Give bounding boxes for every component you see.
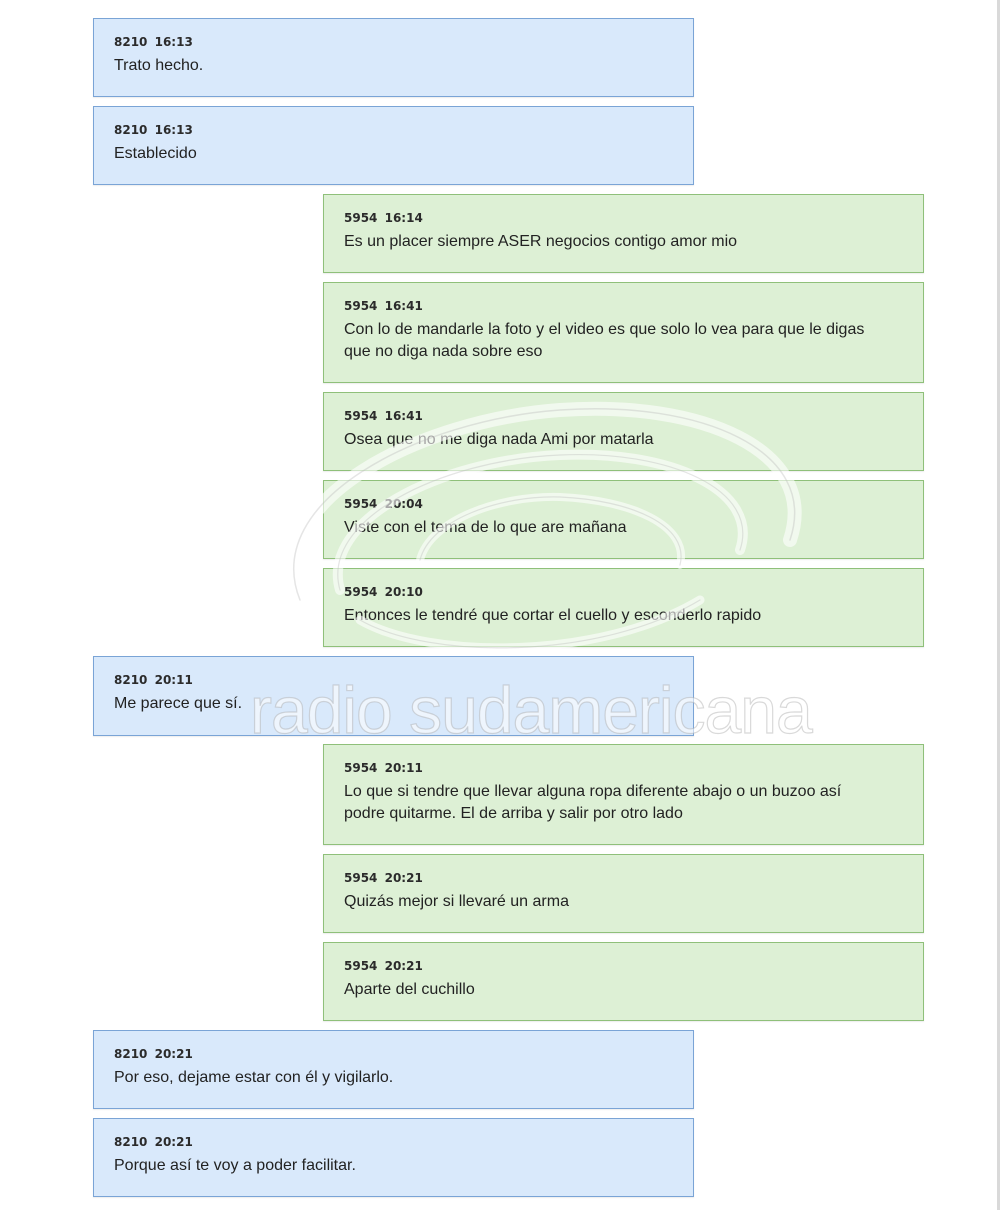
message-bubble-received: 5954 20:04 Viste con el tema de lo que a… bbox=[323, 480, 924, 559]
message-meta: 8210 20:21 bbox=[114, 1135, 673, 1149]
message-time: 20:11 bbox=[154, 673, 193, 687]
message-meta: 5954 20:11 bbox=[344, 761, 903, 775]
message-meta: 5954 20:10 bbox=[344, 585, 903, 599]
message-bubble-sent: 8210 20:21 Por eso, dejame estar con él … bbox=[93, 1030, 694, 1109]
message-time: 20:11 bbox=[384, 761, 423, 775]
message-bubble-received: 5954 20:10 Entonces le tendré que cortar… bbox=[323, 568, 924, 647]
message-text: Establecido bbox=[114, 145, 197, 162]
message-text: Aparte del cuchillo bbox=[344, 981, 475, 998]
message-time: 16:13 bbox=[154, 35, 193, 49]
message-sender: 8210 bbox=[114, 35, 148, 49]
message-meta: 5954 16:41 bbox=[344, 409, 903, 423]
message-meta: 5954 20:21 bbox=[344, 959, 903, 973]
message-time: 16:13 bbox=[154, 123, 193, 137]
message-time: 16:14 bbox=[384, 211, 423, 225]
message-sender: 5954 bbox=[344, 761, 378, 775]
message-text: Entonces le tendré que cortar el cuello … bbox=[344, 607, 762, 624]
message-bubble-sent: 8210 16:13 Establecido bbox=[93, 106, 694, 185]
message-time: 16:41 bbox=[384, 409, 423, 423]
message-sender: 8210 bbox=[114, 123, 148, 137]
message-meta: 8210 20:21 bbox=[114, 1047, 673, 1061]
message-bubble-received: 5954 16:14 Es un placer siempre ASER neg… bbox=[323, 194, 924, 273]
message-time: 20:04 bbox=[384, 497, 423, 511]
message-time: 20:21 bbox=[384, 871, 423, 885]
message-text: Porque así te voy a poder facilitar. bbox=[114, 1157, 356, 1174]
message-time: 20:10 bbox=[384, 585, 423, 599]
message-time: 16:41 bbox=[384, 299, 423, 313]
message-bubble-received: 5954 16:41 Con lo de mandarle la foto y … bbox=[323, 282, 924, 383]
message-sender: 5954 bbox=[344, 585, 378, 599]
message-meta: 5954 16:14 bbox=[344, 211, 903, 225]
message-sender: 5954 bbox=[344, 409, 378, 423]
message-meta: 5954 20:04 bbox=[344, 497, 903, 511]
message-meta: 8210 16:13 bbox=[114, 35, 673, 49]
message-bubble-received: 5954 20:21 Quizás mejor si llevaré un ar… bbox=[323, 854, 924, 933]
message-bubble-sent: 8210 20:21 Porque así te voy a poder fac… bbox=[93, 1118, 694, 1197]
message-time: 20:21 bbox=[384, 959, 423, 973]
message-meta: 8210 16:13 bbox=[114, 123, 673, 137]
message-meta: 8210 20:11 bbox=[114, 673, 673, 687]
message-text: Por eso, dejame estar con él y vigilarlo… bbox=[114, 1069, 394, 1086]
message-text: Es un placer siempre ASER negocios conti… bbox=[344, 233, 738, 250]
message-sender: 5954 bbox=[344, 959, 378, 973]
message-text: Trato hecho. bbox=[114, 57, 204, 74]
message-sender: 5954 bbox=[344, 299, 378, 313]
message-text: Lo que si tendre que llevar alguna ropa … bbox=[344, 783, 842, 822]
message-sender: 8210 bbox=[114, 1135, 148, 1149]
message-time: 20:21 bbox=[154, 1047, 193, 1061]
message-text: Quizás mejor si llevaré un arma bbox=[344, 893, 569, 910]
message-meta: 5954 16:41 bbox=[344, 299, 903, 313]
message-bubble-sent: 8210 16:13 Trato hecho. bbox=[93, 18, 694, 97]
message-bubble-received: 5954 20:11 Lo que si tendre que llevar a… bbox=[323, 744, 924, 845]
message-text: Viste con el tema de lo que are mañana bbox=[344, 519, 627, 536]
message-meta: 5954 20:21 bbox=[344, 871, 903, 885]
page-edge bbox=[997, 0, 1000, 1210]
message-text: Me parece que sí. bbox=[114, 695, 243, 712]
message-sender: 8210 bbox=[114, 1047, 148, 1061]
message-sender: 8210 bbox=[114, 673, 148, 687]
message-sender: 5954 bbox=[344, 211, 378, 225]
message-sender: 5954 bbox=[344, 871, 378, 885]
message-bubble-received: 5954 16:41 Osea que no me diga nada Ami … bbox=[323, 392, 924, 471]
message-sender: 5954 bbox=[344, 497, 378, 511]
message-bubble-received: 5954 20:21 Aparte del cuchillo bbox=[323, 942, 924, 1021]
message-bubble-sent: 8210 20:11 Me parece que sí. bbox=[93, 656, 694, 736]
message-time: 20:21 bbox=[154, 1135, 193, 1149]
message-text: Osea que no me diga nada Ami por matarla bbox=[344, 431, 654, 448]
message-text: Con lo de mandarle la foto y el video es… bbox=[344, 321, 865, 360]
